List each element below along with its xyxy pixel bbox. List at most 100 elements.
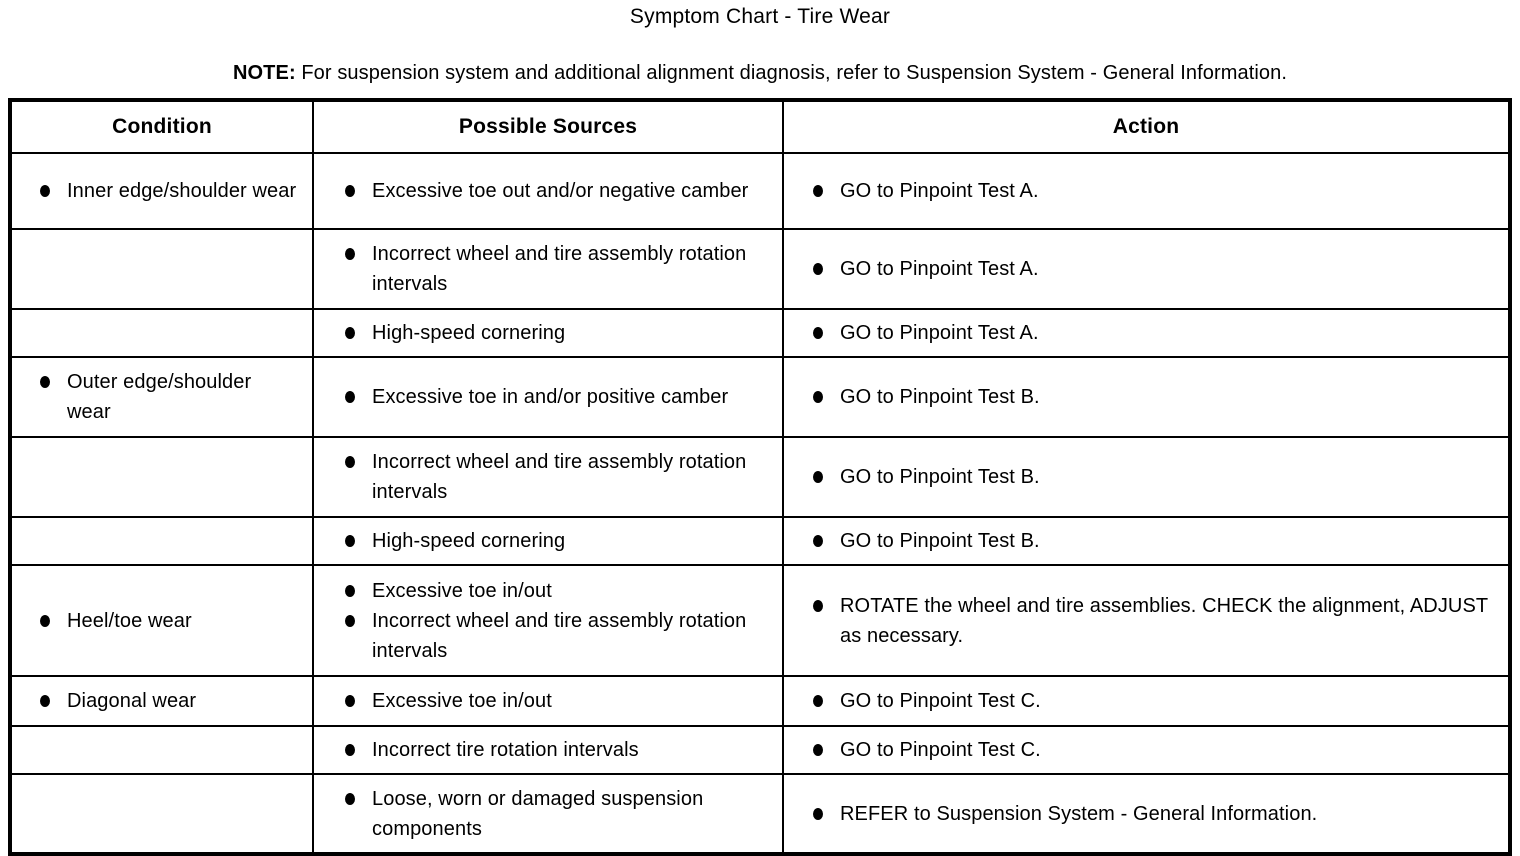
action-bullet-list: GO to Pinpoint Test A. xyxy=(784,168,1508,214)
action-cell: GO to Pinpoint Test B. xyxy=(782,356,1511,438)
action-text: ROTATE the wheel and tire assemblies. CH… xyxy=(840,594,1488,647)
action-cell: GO to Pinpoint Test B. xyxy=(782,436,1511,518)
sources-item: Loose, worn or damaged suspension compon… xyxy=(314,784,770,844)
condition-text: Diagonal wear xyxy=(67,690,197,712)
action-cell: GO to Pinpoint Test A. xyxy=(782,228,1511,310)
condition-cell: Heel/toe wear xyxy=(9,564,314,677)
bullet-icon xyxy=(40,376,50,388)
header-possible-sources: Possible Sources xyxy=(312,99,784,154)
condition-cell xyxy=(9,228,314,310)
sources-cell: High-speed cornering xyxy=(312,516,784,566)
action-cell: GO to Pinpoint Test C. xyxy=(782,725,1511,775)
sources-text: Incorrect tire rotation intervals xyxy=(372,739,639,761)
condition-bullet-list xyxy=(12,806,312,822)
bullet-icon xyxy=(813,327,823,339)
condition-cell: Inner edge/shoulder wear xyxy=(9,152,314,230)
sources-item: Excessive toe in and/or positive camber xyxy=(314,382,770,412)
table-row: Diagonal wear Excessive toe in/out GO to P… xyxy=(9,675,1511,727)
sources-text: Loose, worn or damaged suspension compon… xyxy=(372,787,704,840)
condition-bullet-list: Inner edge/shoulder wear xyxy=(12,168,312,214)
sources-bullet-list: Excessive toe in/out xyxy=(314,678,782,724)
action-cell: REFER to Suspension System - General Inf… xyxy=(782,773,1511,855)
condition-bullet-list: Diagonal wear xyxy=(12,678,312,724)
sources-bullet-list: Excessive toe in and/or positive camber xyxy=(314,374,782,420)
action-item: GO to Pinpoint Test C. xyxy=(784,686,1496,716)
bullet-icon xyxy=(345,391,355,403)
table-row: Incorrect wheel and tire assembly rotati… xyxy=(9,228,1511,310)
bullet-icon xyxy=(813,807,823,820)
sources-cell: Incorrect tire rotation intervals xyxy=(312,725,784,775)
sources-cell: Excessive toe in and/or positive camber xyxy=(312,356,784,438)
note: NOTE: For suspension system and addition… xyxy=(0,62,1520,85)
action-item: REFER to Suspension System - General Inf… xyxy=(784,799,1496,829)
action-text: GO to Pinpoint Test A. xyxy=(840,258,1039,280)
sources-cell: Incorrect wheel and tire assembly rotati… xyxy=(312,228,784,310)
action-text: GO to Pinpoint Test B. xyxy=(840,466,1040,488)
table-row: Incorrect tire rotation intervals GO to P… xyxy=(9,725,1511,775)
condition-cell xyxy=(9,773,314,855)
action-cell: ROTATE the wheel and tire assemblies. CH… xyxy=(782,564,1511,677)
action-text: GO to Pinpoint Test C. xyxy=(840,690,1041,712)
sources-cell: Excessive toe out and/or negative camber xyxy=(312,152,784,230)
sources-text: Excessive toe in and/or positive camber xyxy=(372,386,729,408)
bullet-icon xyxy=(345,614,355,627)
table-row: Incorrect wheel and tire assembly rotati… xyxy=(9,436,1511,518)
sources-bullet-list: Excessive toe out and/or negative camber xyxy=(314,168,782,214)
action-text: GO to Pinpoint Test B. xyxy=(840,386,1040,408)
condition-item: Inner edge/shoulder wear xyxy=(12,176,300,206)
condition-item: Outer edge/shoulder wear xyxy=(12,367,300,427)
sources-bullet-list: Incorrect tire rotation intervals xyxy=(314,727,782,773)
condition-bullet-list: Outer edge/shoulder wear xyxy=(12,359,312,435)
sources-item: Excessive toe in/out xyxy=(314,576,770,606)
condition-bullet-list xyxy=(12,533,312,549)
sources-text: Incorrect wheel and tire assembly rotati… xyxy=(372,243,747,295)
condition-bullet-list xyxy=(12,469,312,485)
bullet-icon xyxy=(813,599,823,612)
bullet-icon xyxy=(345,535,355,547)
page-title: Symptom Chart - Tire Wear xyxy=(629,5,891,28)
bullet-icon xyxy=(345,248,355,260)
sources-bullet-list: Loose, worn or damaged suspension compon… xyxy=(314,776,782,852)
action-cell: GO to Pinpoint Test A. xyxy=(782,308,1511,358)
sources-text: Excessive toe in/out xyxy=(372,690,552,712)
action-bullet-list: GO to Pinpoint Test C. xyxy=(784,727,1508,773)
action-item: GO to Pinpoint Test A. xyxy=(784,176,1496,206)
sources-cell: High-speed cornering xyxy=(312,308,784,358)
action-item: GO to Pinpoint Test A. xyxy=(784,318,1496,348)
action-item: GO to Pinpoint Test B. xyxy=(784,382,1496,412)
action-cell: GO to Pinpoint Test B. xyxy=(782,516,1511,566)
condition-cell xyxy=(9,308,314,358)
sources-item: Excessive toe in/out xyxy=(314,686,770,716)
sources-bullet-list: Incorrect wheel and tire assembly rotati… xyxy=(314,439,782,515)
condition-bullet-list xyxy=(12,261,312,277)
condition-text: Inner edge/shoulder wear xyxy=(67,180,297,202)
action-text: GO to Pinpoint Test B. xyxy=(840,530,1040,552)
table-header: Condition Possible Sources Action xyxy=(9,99,1511,154)
condition-cell: Outer edge/shoulder wear xyxy=(9,356,314,438)
sources-text: High-speed cornering xyxy=(372,530,566,552)
sources-item: Incorrect wheel and tire assembly rotati… xyxy=(314,447,770,507)
action-bullet-list: GO to Pinpoint Test B. xyxy=(784,454,1508,500)
note-label: NOTE: xyxy=(232,62,296,84)
bullet-icon xyxy=(345,584,355,597)
sources-item: High-speed cornering xyxy=(314,318,770,348)
bullet-icon xyxy=(345,185,355,197)
sources-cell: Excessive toe in/out xyxy=(312,675,784,727)
action-item: GO to Pinpoint Test B. xyxy=(784,526,1496,556)
sources-item: Incorrect wheel and tire assembly rotati… xyxy=(314,606,770,666)
table-row: High-speed cornering GO to Pinpoint Test … xyxy=(9,308,1511,358)
sources-bullet-list: High-speed cornering xyxy=(314,310,782,356)
action-text: GO to Pinpoint Test A. xyxy=(840,180,1039,202)
action-bullet-list: GO to Pinpoint Test C. xyxy=(784,678,1508,724)
sources-text: High-speed cornering xyxy=(372,322,566,344)
bullet-icon xyxy=(345,456,355,468)
action-bullet-list: GO to Pinpoint Test B. xyxy=(784,518,1508,564)
action-text: GO to Pinpoint Test C. xyxy=(840,739,1041,761)
condition-cell: Diagonal wear xyxy=(9,675,314,727)
action-item: ROTATE the wheel and tire assemblies. CH… xyxy=(784,591,1496,651)
condition-cell xyxy=(9,436,314,518)
action-cell: GO to Pinpoint Test C. xyxy=(782,675,1511,727)
